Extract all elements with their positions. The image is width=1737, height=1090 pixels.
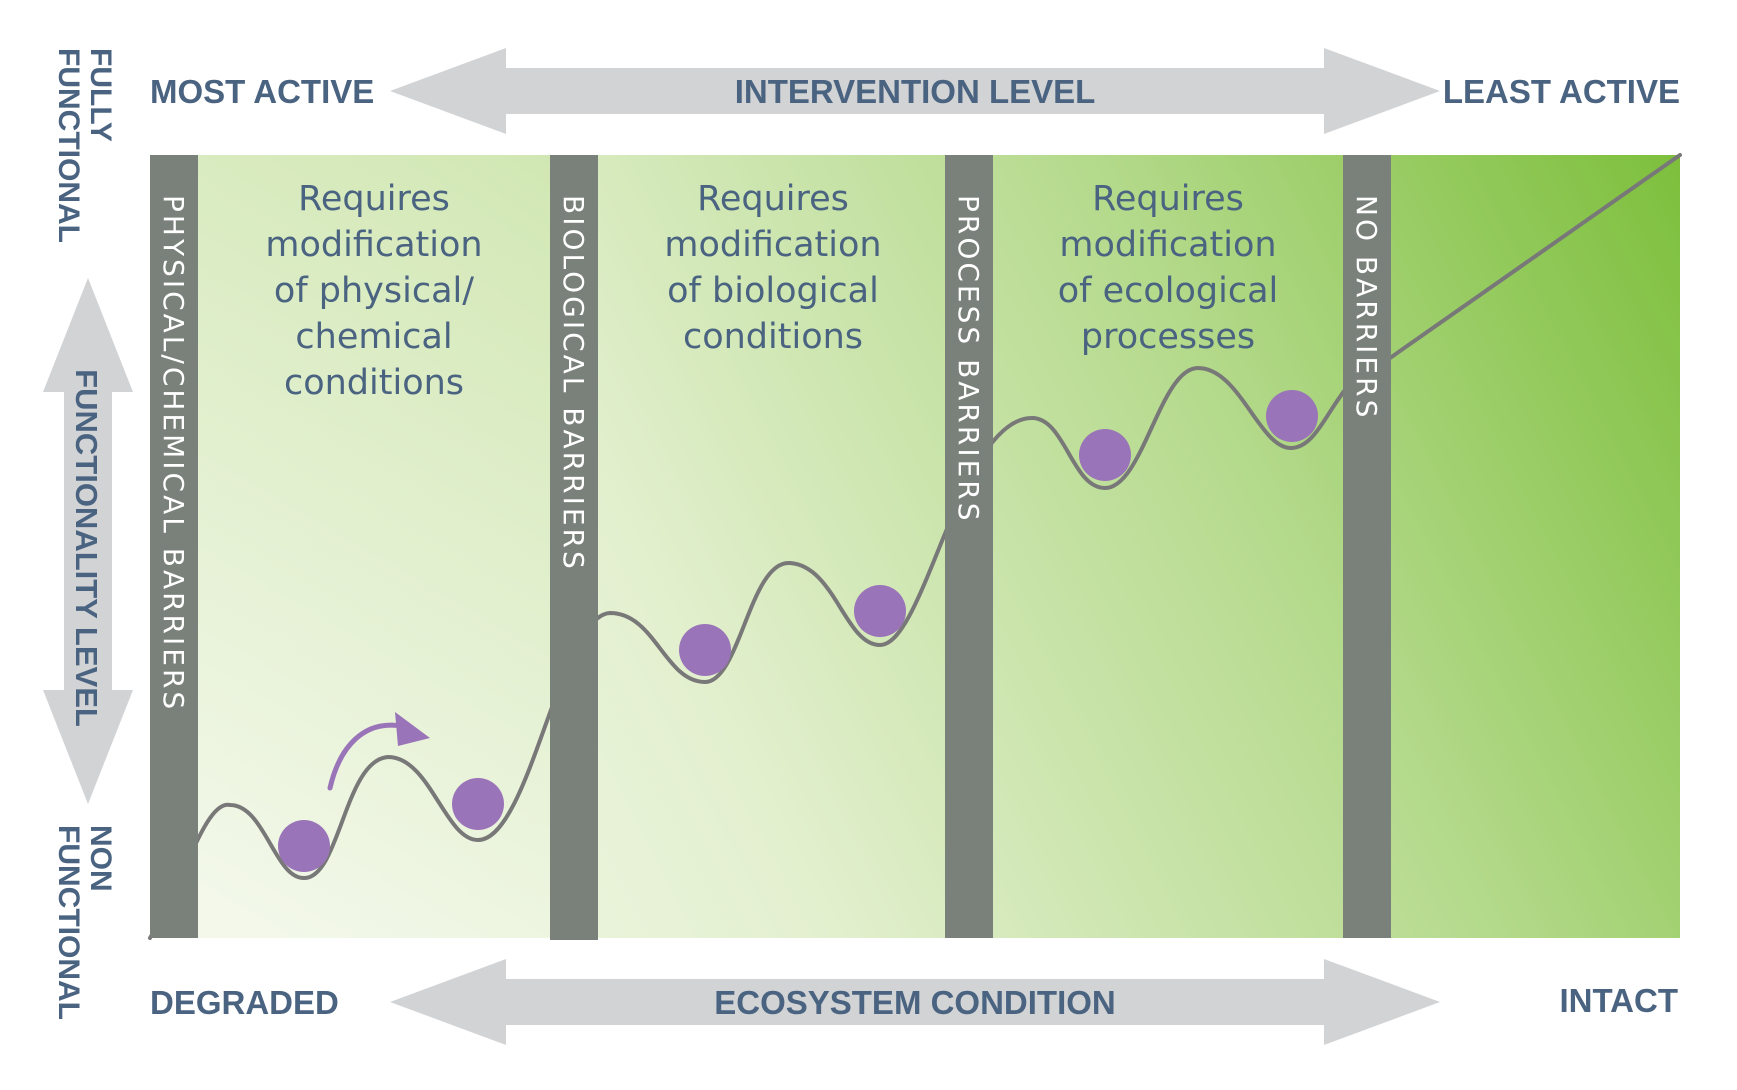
barrier-label-biological: BIOLOGICAL BARRIERS [557, 195, 590, 572]
barrier-label-physical-chemical: PHYSICAL/CHEMICAL BARRIERS [157, 195, 190, 712]
stability-landscape-curve [148, 153, 1682, 940]
barrier-bar-process [945, 155, 993, 938]
purple-ball-icon [278, 820, 330, 872]
zone-caption-biological: Requires modification of biological cond… [664, 179, 881, 357]
functionality-double-arrow [43, 278, 133, 804]
barrier-bar-physical-chemical [150, 155, 198, 938]
purple-ball-icon [679, 624, 731, 676]
zone-caption-ecological: Requires modification of ecological proc… [1058, 179, 1279, 357]
zone-caption-physical-chemical: Requires modification of physical/ chemi… [265, 179, 482, 403]
functionality-title: FUNCTIONALITY LEVEL [69, 369, 104, 727]
barrier-bar-none [1343, 155, 1391, 938]
ecosystem-double-arrow [390, 959, 1440, 1045]
zone1-line4: chemical [295, 317, 452, 357]
zone2-line1: Requires [697, 179, 849, 219]
curved-arrow-head [395, 712, 430, 746]
zone2-line3: of biological [667, 271, 879, 311]
purple-ball-icon [1266, 390, 1318, 442]
intervention-left-label: MOST ACTIVE [150, 73, 374, 110]
zone1-line2: modification [265, 225, 482, 265]
zone3-line2: modification [1059, 225, 1276, 265]
purple-ball-icon [1079, 429, 1131, 481]
ecosystem-left-label: DEGRADED [150, 984, 339, 1021]
zone3-line1: Requires [1092, 179, 1244, 219]
intervention-double-arrow [390, 48, 1440, 134]
ecosystem-title: ECOSYSTEM CONDITION [714, 984, 1116, 1021]
fully-functional-label-line2: FUNCTIONAL [52, 48, 85, 243]
zone2-line2: modification [664, 225, 881, 265]
purple-ball-icon [854, 585, 906, 637]
purple-ball-icon [452, 778, 504, 830]
non-functional-label-line1: NON [84, 825, 117, 892]
non-functional-label-line2: FUNCTIONAL [52, 825, 85, 1020]
barrier-bar-biological [550, 155, 598, 940]
barrier-label-process: PROCESS BARRIERS [952, 195, 985, 524]
zone3-line3: of ecological [1058, 271, 1279, 311]
zone3-line4: processes [1081, 317, 1255, 357]
ecosystem-right-label: INTACT [1559, 982, 1678, 1019]
zone1-line1: Requires [298, 179, 450, 219]
intervention-right-label: LEAST ACTIVE [1443, 73, 1680, 110]
barrier-label-none: NO BARRIERS [1350, 195, 1383, 420]
curved-arrow-icon [327, 722, 405, 791]
intervention-title: INTERVENTION LEVEL [735, 73, 1096, 110]
zone1-line3: of physical/ [274, 271, 474, 311]
zone1-line5: conditions [284, 363, 464, 403]
fully-functional-label-line1: FULLY [84, 48, 117, 142]
zone2-line4: conditions [683, 317, 863, 357]
